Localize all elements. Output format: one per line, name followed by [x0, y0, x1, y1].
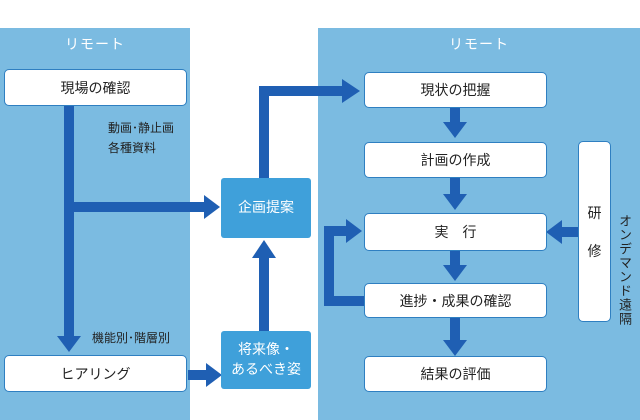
box-evaluation: 結果の評価	[364, 356, 547, 392]
note-function-level: 機能別･階層別	[92, 331, 171, 345]
box-hearing: ヒアリング	[4, 355, 187, 392]
box-execution: 実 行	[364, 213, 547, 251]
right-panel-title: リモート	[449, 37, 509, 53]
box-plan: 計画の作成	[364, 142, 547, 178]
box-future-vision: 将来像・ あるべき姿	[221, 331, 311, 389]
box-genba-check: 現場の確認	[4, 69, 187, 106]
left-panel-title: リモート	[65, 37, 125, 53]
box-progress: 進捗・成果の確認	[364, 283, 547, 318]
box-proposal: 企画提案	[221, 178, 311, 238]
box-training: 研 修	[578, 141, 611, 322]
note-video-images: 動画･静止画 各種資料	[108, 121, 175, 155]
box-current-state: 現状の把握	[364, 72, 547, 108]
label-on-demand-remote: オンデマンド遠隔	[616, 214, 631, 326]
